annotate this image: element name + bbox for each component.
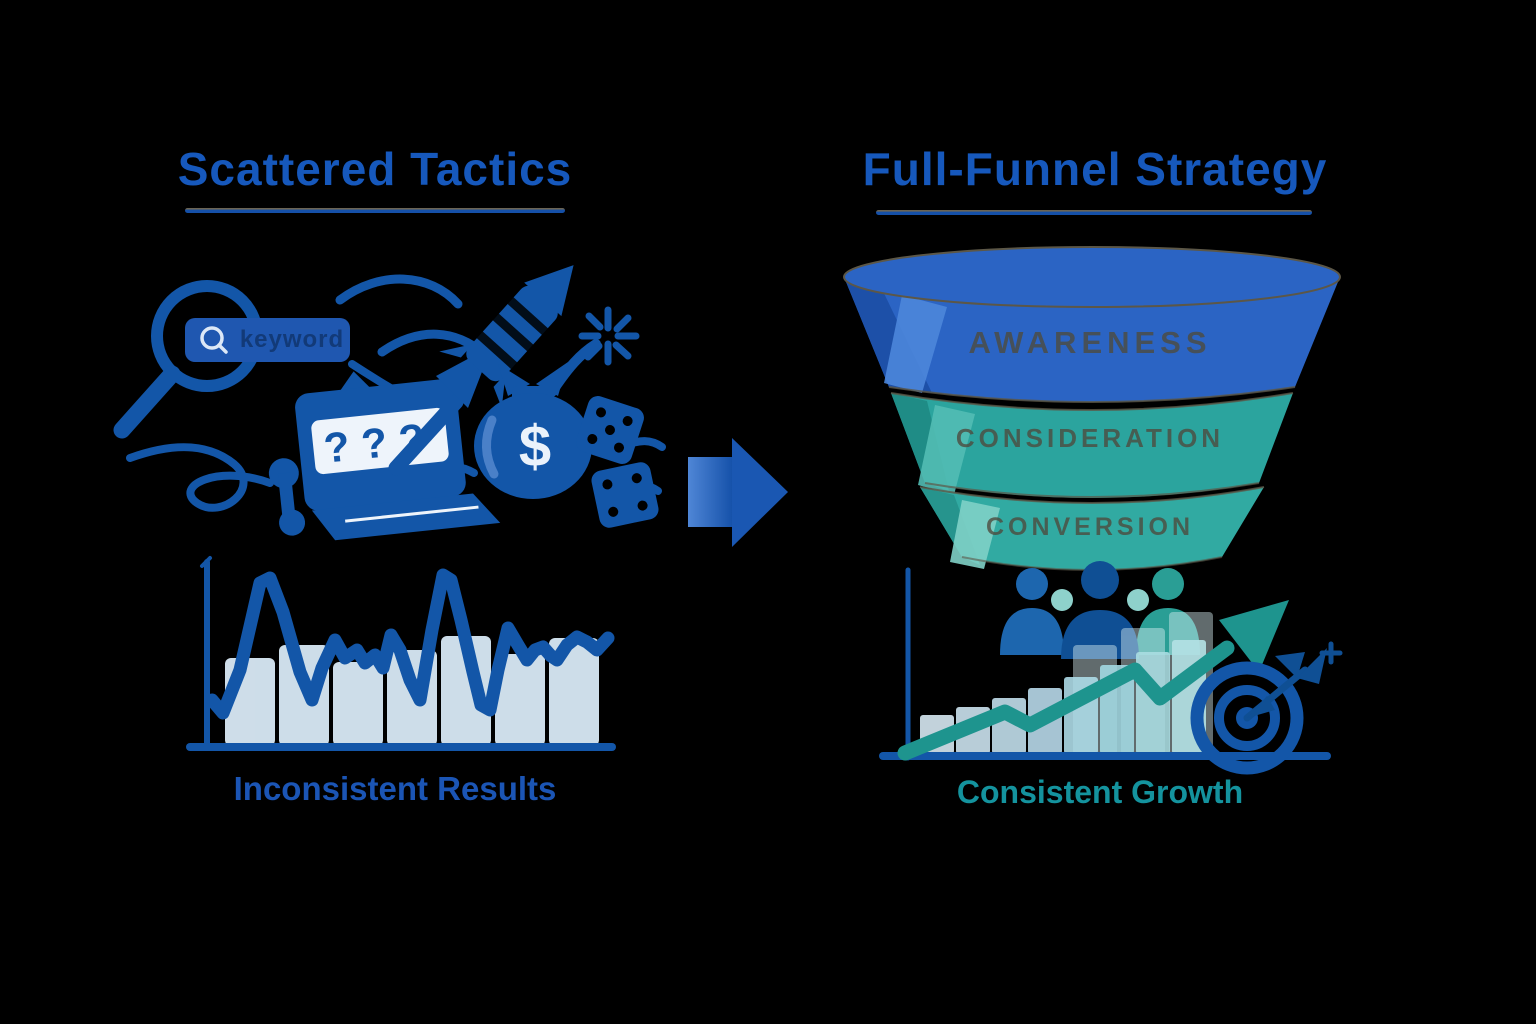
rocket-icon bbox=[439, 265, 574, 408]
funnel-label-conversion: CONVERSION bbox=[986, 513, 1194, 541]
dollar-sign: $ bbox=[519, 414, 551, 479]
funnel-icon: AWARENESS CONSIDERATION CONVERSION bbox=[843, 246, 1341, 571]
money-bag-icon: $ bbox=[474, 362, 592, 499]
right-title-underline bbox=[876, 210, 1312, 215]
target-icon bbox=[1190, 641, 1343, 775]
chart-axes bbox=[186, 556, 616, 751]
volatile-line bbox=[205, 568, 615, 720]
slot-machine-icon: ??? bbox=[268, 371, 501, 541]
person-center-icon bbox=[1061, 561, 1139, 659]
funnel-label-awareness: AWARENESS bbox=[968, 325, 1211, 360]
spark-icon bbox=[547, 306, 640, 397]
small-head-right bbox=[1127, 589, 1149, 611]
search-bar: keyword bbox=[185, 318, 350, 362]
growth-arrow-icon bbox=[897, 600, 1289, 761]
search-icon bbox=[200, 326, 228, 354]
inconsistent-results-chart bbox=[186, 556, 616, 751]
scattered-tactics-illustration: keyword ??? bbox=[113, 265, 666, 541]
left-title-underline bbox=[185, 208, 565, 213]
right-title: Full-Funnel Strategy bbox=[862, 143, 1328, 195]
funnel-stage-awareness: AWARENESS bbox=[843, 246, 1341, 403]
consistent-growth-chart bbox=[879, 567, 1343, 775]
funnel-stage-consideration: CONSIDERATION bbox=[890, 392, 1294, 498]
right-caption: Consistent Growth bbox=[956, 774, 1244, 810]
small-head-left bbox=[1051, 589, 1073, 611]
growth-axes bbox=[879, 567, 1331, 761]
right-arrow-icon bbox=[688, 438, 788, 547]
dice-icon bbox=[576, 396, 659, 528]
audience-people-icon bbox=[1000, 561, 1200, 659]
left-caption: Inconsistent Results bbox=[233, 770, 557, 807]
search-keyword-text: keyword bbox=[240, 326, 344, 353]
funnel-stage-conversion: CONVERSION bbox=[919, 486, 1265, 571]
person-left-icon bbox=[1000, 568, 1064, 655]
left-title: Scattered Tactics bbox=[177, 143, 573, 195]
funnel-label-consideration: CONSIDERATION bbox=[956, 423, 1224, 453]
dart-icon bbox=[1243, 641, 1343, 722]
